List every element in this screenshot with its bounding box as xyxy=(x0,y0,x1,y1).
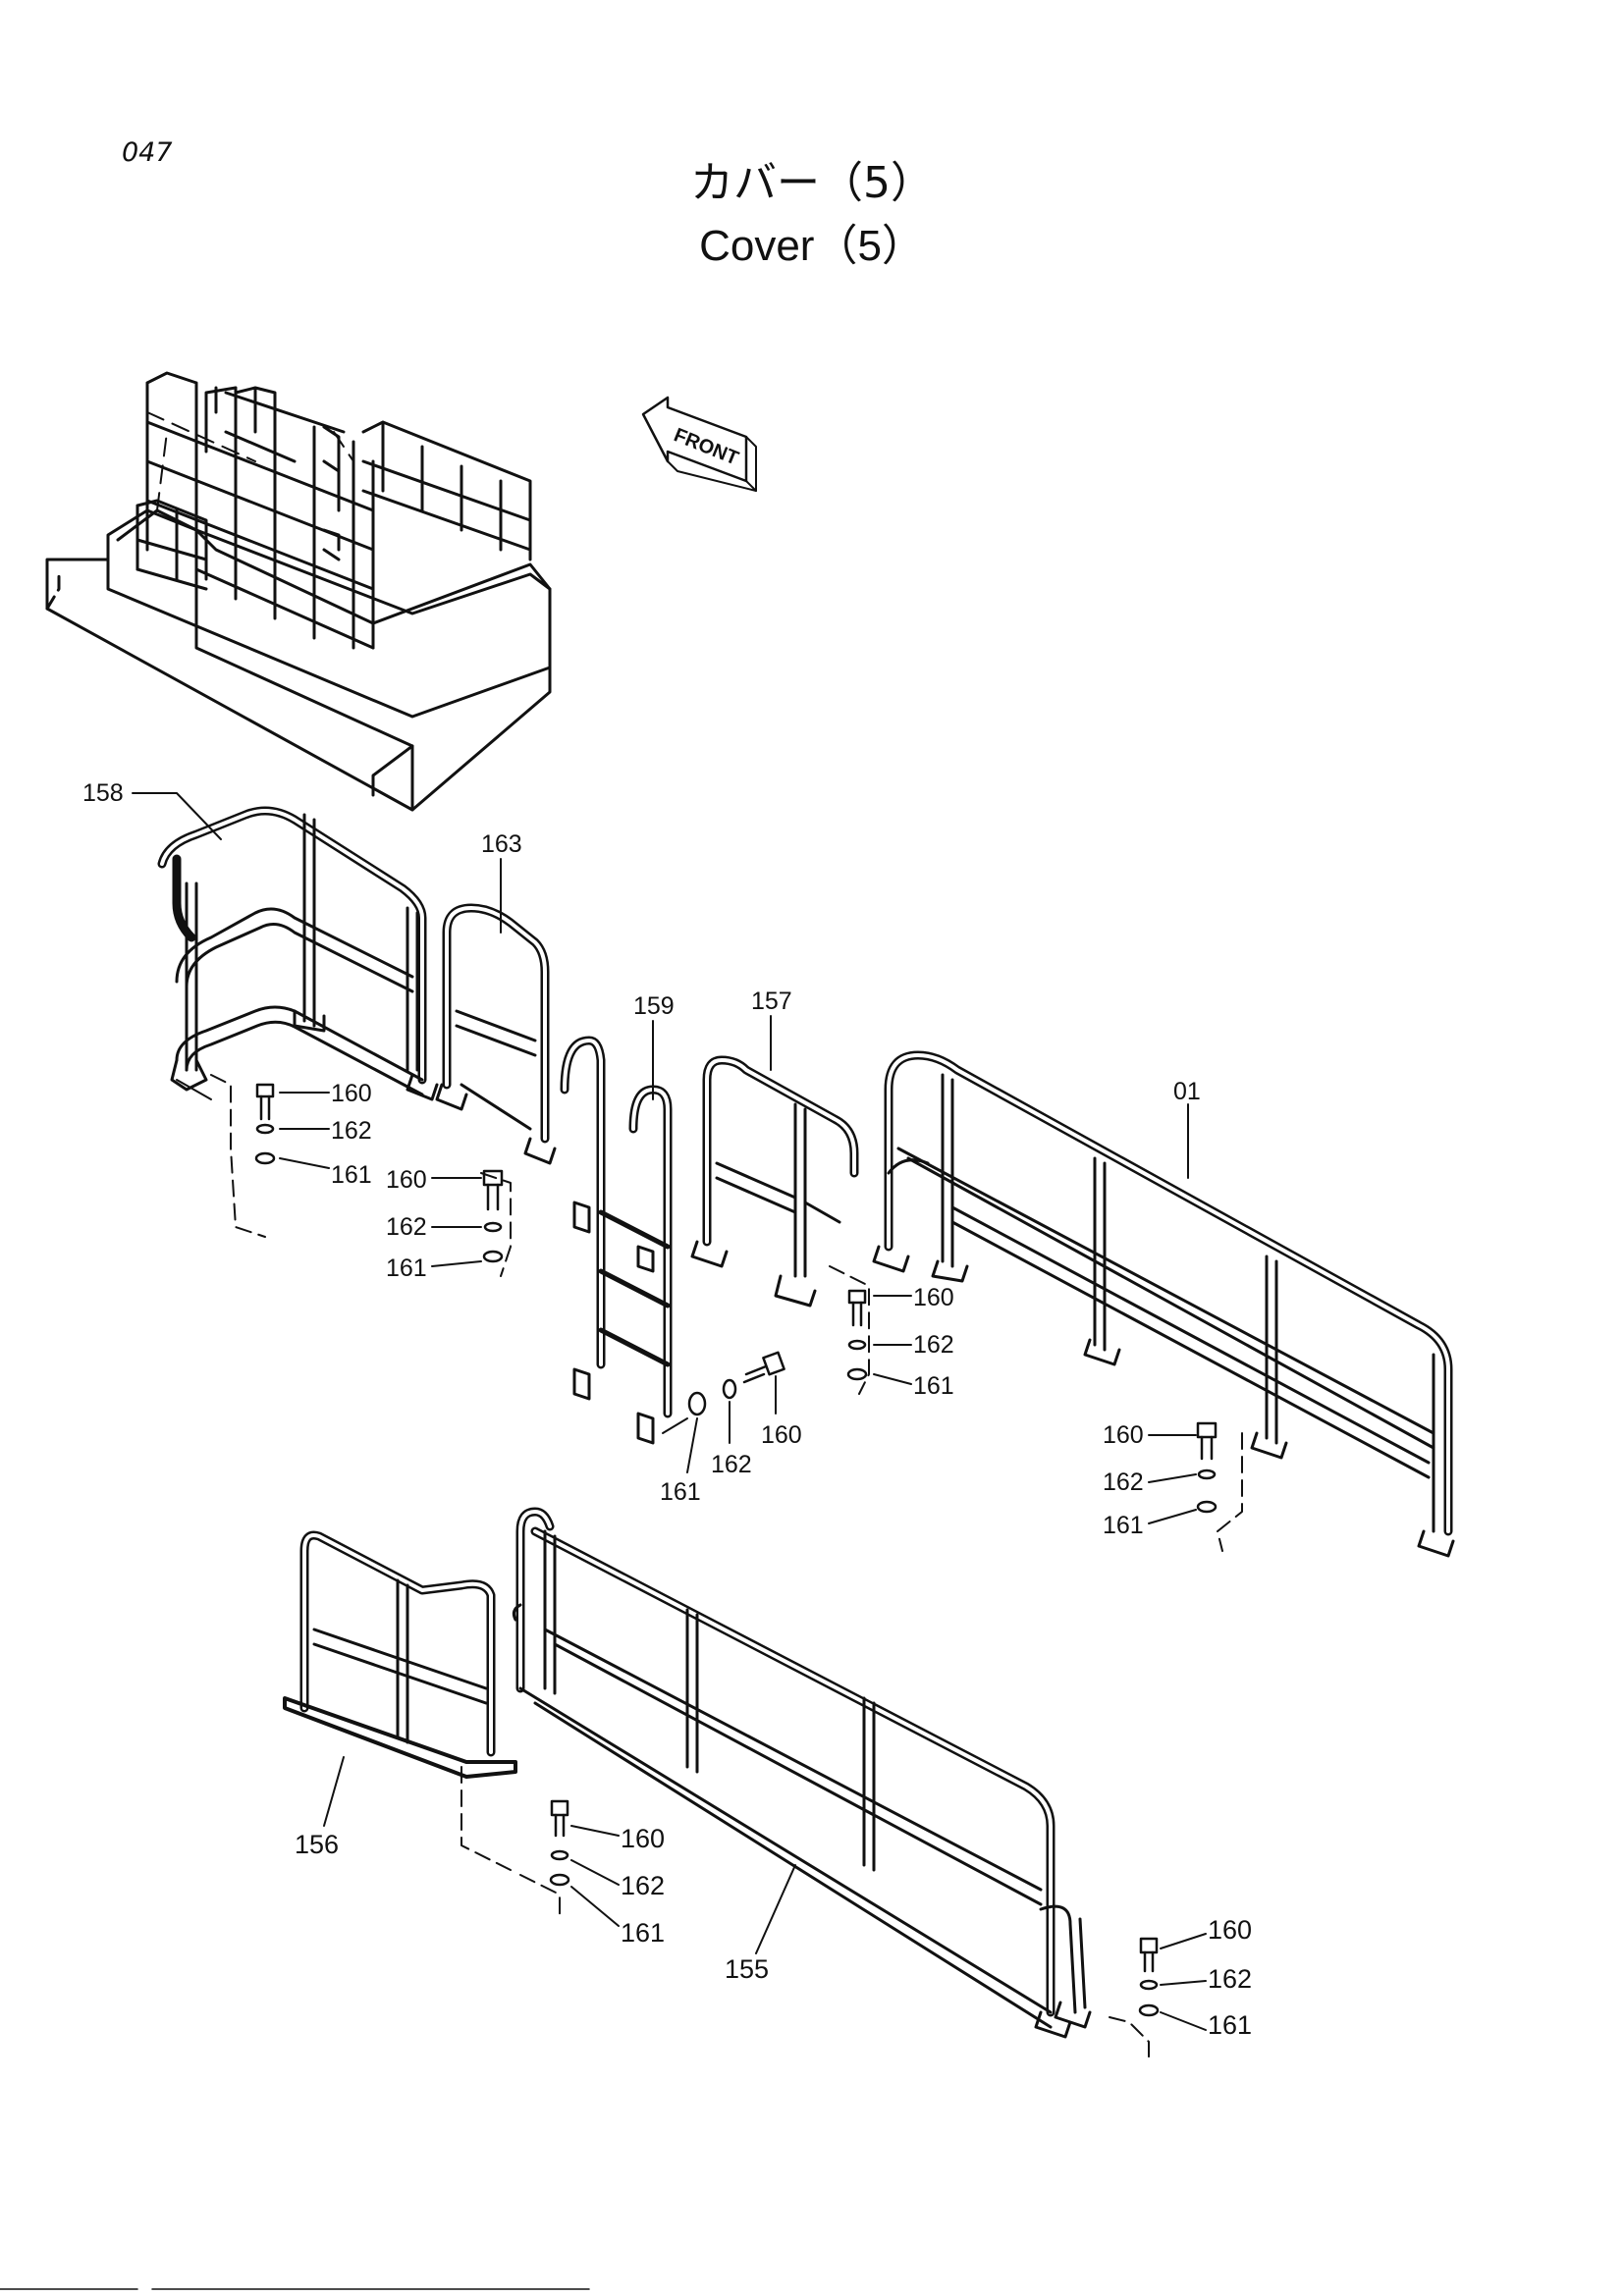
label-160-c: 160 xyxy=(913,1284,954,1311)
label-161-g: 161 xyxy=(1208,2010,1252,2040)
front-arrow-icon xyxy=(641,396,757,492)
label-160-f: 160 xyxy=(621,1824,665,1853)
label-160-g: 160 xyxy=(1208,1915,1252,1945)
label-161-d: 161 xyxy=(660,1478,701,1506)
part-163-gate xyxy=(435,903,557,1165)
fastener-group-d xyxy=(662,1351,785,1473)
label-162-b: 162 xyxy=(386,1213,427,1241)
label-160-b: 160 xyxy=(386,1166,427,1194)
title-japanese: カバー（5） xyxy=(690,158,934,208)
title-english: Cover（5） xyxy=(699,222,925,270)
label-156: 156 xyxy=(295,1830,339,1859)
label-158: 158 xyxy=(82,779,124,807)
part-157-handrail xyxy=(690,1055,859,1308)
label-161-b: 161 xyxy=(386,1255,427,1282)
fastener-group-b xyxy=(431,1169,512,1277)
page-number: 047 xyxy=(122,137,173,168)
label-155: 155 xyxy=(725,1954,769,1984)
label-162-f: 162 xyxy=(621,1871,665,1900)
label-01: 01 xyxy=(1173,1078,1201,1105)
fastener-group-g xyxy=(1109,1933,1207,2062)
label-161-f: 161 xyxy=(621,1918,665,1948)
label-162-c: 162 xyxy=(913,1331,954,1359)
label-160-d: 160 xyxy=(761,1421,802,1449)
label-157: 157 xyxy=(751,988,792,1015)
part-01-long-railing xyxy=(872,1050,1455,1558)
label-161-e: 161 xyxy=(1103,1512,1144,1539)
fastener-group-a xyxy=(210,1074,330,1238)
label-160-e: 160 xyxy=(1103,1421,1144,1449)
leader-156 xyxy=(323,1756,345,1827)
label-159: 159 xyxy=(633,992,675,1020)
leader-155 xyxy=(755,1864,796,1954)
label-162-d: 162 xyxy=(711,1451,752,1478)
fastener-group-c xyxy=(829,1265,912,1395)
label-161-c: 161 xyxy=(913,1372,954,1400)
part-156-short-railing xyxy=(283,1530,517,1779)
fastener-group-f xyxy=(460,1766,620,1927)
fastener-group-e xyxy=(1148,1421,1243,1552)
label-162-a: 162 xyxy=(331,1117,372,1145)
label-162-g: 162 xyxy=(1208,1964,1252,1994)
leader-158 xyxy=(132,792,222,840)
part-155-long-railing xyxy=(512,1507,1092,2039)
machine-overview xyxy=(45,371,552,812)
label-161-a: 161 xyxy=(331,1161,372,1189)
part-158-railing xyxy=(157,806,439,1101)
part-159-ladder xyxy=(560,1036,673,1445)
label-163: 163 xyxy=(481,830,522,858)
label-160-a: 160 xyxy=(331,1080,372,1107)
label-162-e: 162 xyxy=(1103,1468,1144,1496)
